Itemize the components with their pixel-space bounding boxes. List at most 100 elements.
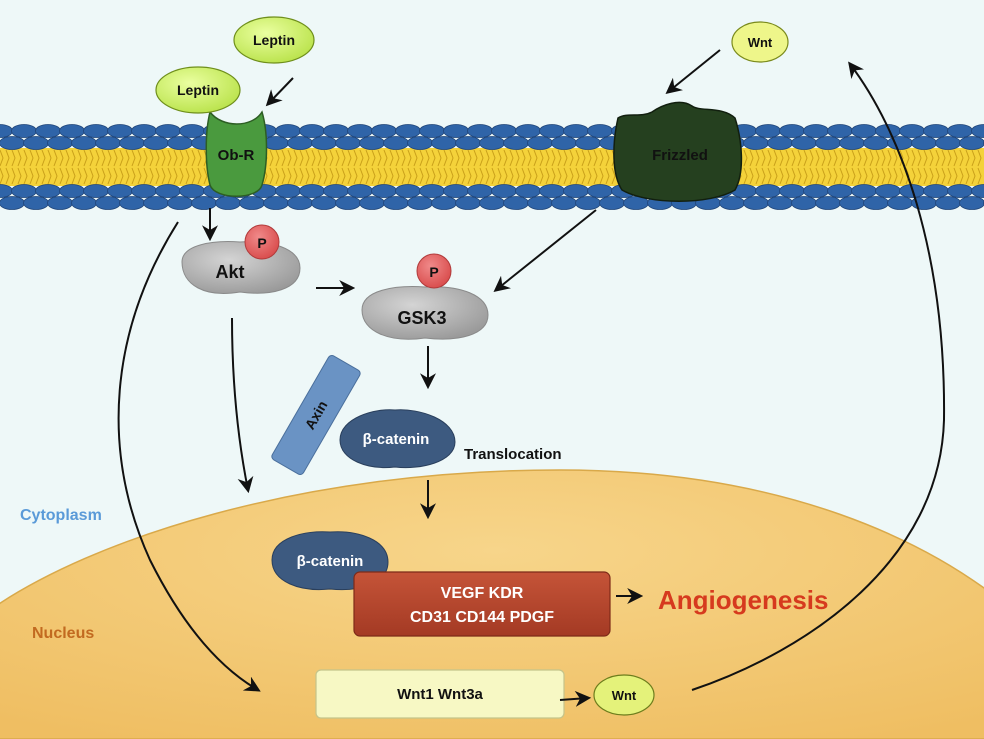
lipid-tail [923,149,928,185]
lipid-head [263,136,289,150]
lipid-head [347,184,373,198]
lipid-head [935,196,961,210]
beta-catenin-nucleus-label: β-catenin [297,553,364,570]
gsk3-phospho-label: P [429,264,438,280]
lipid-head [911,136,937,150]
lipid-tail [797,149,802,185]
lipid-tail [59,149,64,185]
gsk3-protein [361,286,489,340]
lipid-head [887,196,913,210]
lipid-head [779,124,805,138]
akt-phosphate [244,224,280,260]
lipid-head [119,196,145,210]
lipid-head [335,196,361,210]
lipid-tail [887,149,892,185]
lipid-head [923,184,949,198]
lipid-tail [593,149,598,185]
lipid-tail [377,149,382,185]
lipid-head [479,136,505,150]
lipid-tail [899,149,904,185]
lipid-head [71,196,97,210]
lipid-tail [431,149,436,185]
lipid-tail [743,149,748,185]
gsk3-phosphate [416,253,452,289]
lipid-tail [521,149,526,185]
lipid-tail [341,149,346,185]
lipid-tail [185,149,190,185]
lipid-tail [527,149,532,185]
wnt-secreted-label: Wnt [612,688,637,703]
lipid-tail [5,149,10,185]
lipid-tail [827,149,832,185]
lipid-head [47,196,73,210]
lipid-tail [917,149,922,185]
lipid-tail [851,149,856,185]
lipid-tail [149,149,154,185]
lipid-tail [311,149,316,185]
lipid-tail [941,149,946,185]
lipid-head [299,124,325,138]
lipid-head [767,196,793,210]
lipid-tail [965,149,970,185]
lipid-head [779,184,805,198]
ob-r-label: Ob-R [218,147,255,164]
lipid-tail [455,149,460,185]
lipid-head [383,196,409,210]
lipid-head [359,136,385,150]
lipid-tail [23,149,28,185]
lipid-tail [83,149,88,185]
lipid-head [71,136,97,150]
lipid-head [479,196,505,210]
lipid-head [95,136,121,150]
lipid-head [59,124,85,138]
lipid-tail [35,149,40,185]
lipid-head [407,196,433,210]
lipid-head [971,184,984,198]
lipid-tail [503,149,508,185]
lipid-tail [161,149,166,185]
lipid-tail [347,149,352,185]
lipid-tail [953,149,958,185]
lipid-tail [485,149,490,185]
lipid-head [275,124,301,138]
lipid-head [827,184,853,198]
lipid-head [539,184,565,198]
lipid-head [311,196,337,210]
wnt-extracellular-label: Wnt [748,35,773,50]
lipid-tail [575,149,580,185]
lipid-head [539,124,565,138]
lipid-head [395,184,421,198]
lipid-tail [461,149,466,185]
lipid-head [47,136,73,150]
pathway-arrows [117,49,946,707]
lipid-tail [437,149,442,185]
lipid-head [551,136,577,150]
lipid-tail [791,149,796,185]
lipid-head [83,184,109,198]
cell-membrane [0,124,984,210]
lipid-head [839,136,865,150]
lipid-tail [563,149,568,185]
frizzled-receptor [613,101,743,202]
lipid-tail [293,149,298,185]
leptin-ligand-free [233,16,315,64]
lipid-tail [41,149,46,185]
lipid-head [467,124,493,138]
lipid-head [455,136,481,150]
lipid-head [839,196,865,210]
lipid-tail [155,149,160,185]
lipid-tail [947,149,952,185]
lipid-head [755,124,781,138]
lipid-head [11,124,37,138]
lipid-tail [761,149,766,185]
lipid-tail [389,149,394,185]
lipid-head [107,124,133,138]
arrow-leptin-to-obr [265,77,294,107]
lipid-tail [197,149,202,185]
leptin-free-label: Leptin [253,32,295,48]
lipid-tail [545,149,550,185]
lipid-head [575,196,601,210]
lipid-head [35,124,61,138]
lipid-head [863,136,889,150]
lipid-head [887,136,913,150]
